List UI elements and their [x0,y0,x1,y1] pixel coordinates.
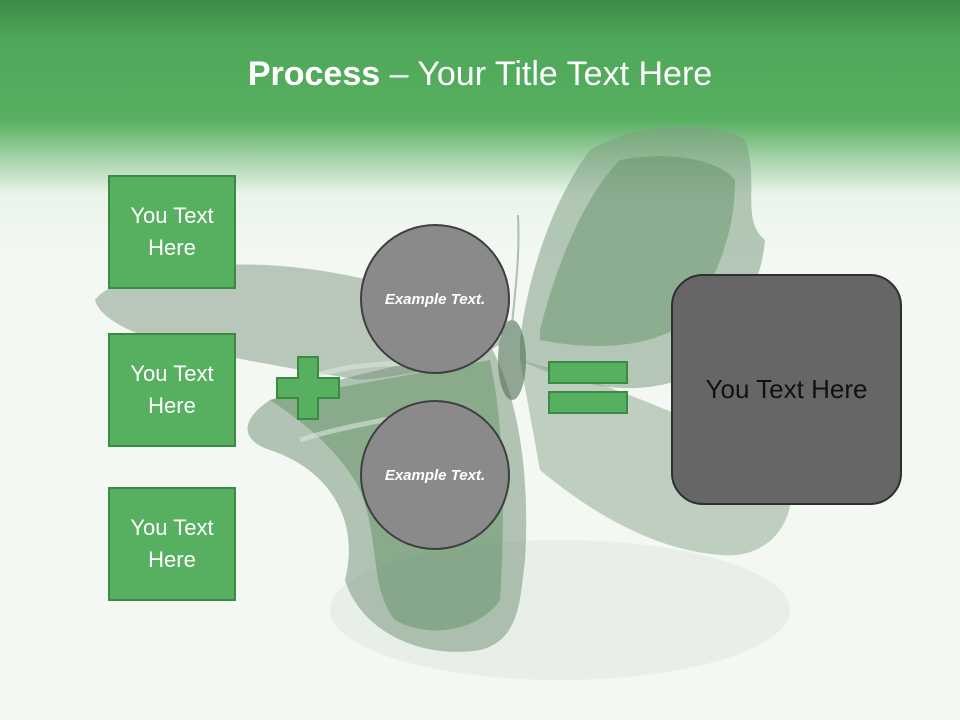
plus-icon [276,356,340,420]
text-box-label: You Text Here [130,361,214,418]
text-box-label: You Text Here [130,203,214,260]
example-circle-1[interactable]: Example Text. [360,224,510,374]
text-box-1[interactable]: You Text Here [108,175,236,289]
text-box-3[interactable]: You Text Here [108,487,236,601]
circle-label: Example Text. [384,290,486,308]
result-box[interactable]: You Text Here [671,274,902,505]
circle-label: Example Text. [384,466,486,484]
text-box-2[interactable]: You Text Here [108,333,236,447]
equals-icon [548,361,628,414]
title-bold: Process [247,55,381,93]
example-circle-2[interactable]: Example Text. [360,400,510,550]
title-rest: – Your Title Text Here [380,55,713,93]
text-box-label: You Text Here [130,515,214,572]
result-label: You Text Here [705,374,868,404]
page-title: Process – Your Title Text Here [0,52,960,96]
